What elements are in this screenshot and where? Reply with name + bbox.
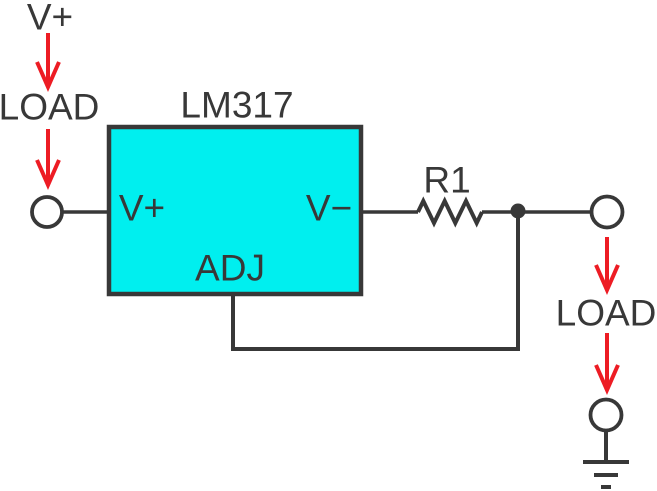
regulator-title: LM317 [180,84,294,126]
output-load-label: LOAD [555,292,657,334]
ground-terminal-circle [588,397,624,433]
pin-adj-label: ADJ [195,247,265,289]
current-arrow-icon [35,129,61,190]
current-arrow-icon [594,333,620,395]
input-terminal-circle [30,195,64,229]
junction-dot [510,203,526,219]
resistor-label: R1 [423,159,471,201]
adj-feedback-wire [231,212,520,351]
output-terminal-circle [589,194,625,230]
pin-vout-label: V− [305,187,353,229]
pin-vin-label: V+ [118,187,166,229]
input-rail-label: V+ [26,0,74,38]
ground-icon [583,430,629,489]
regulator-body [106,124,364,297]
input-load-label: LOAD [0,86,100,128]
current-arrow-icon [594,237,620,295]
current-arrow-icon [35,33,61,92]
resistor-icon [416,196,484,228]
